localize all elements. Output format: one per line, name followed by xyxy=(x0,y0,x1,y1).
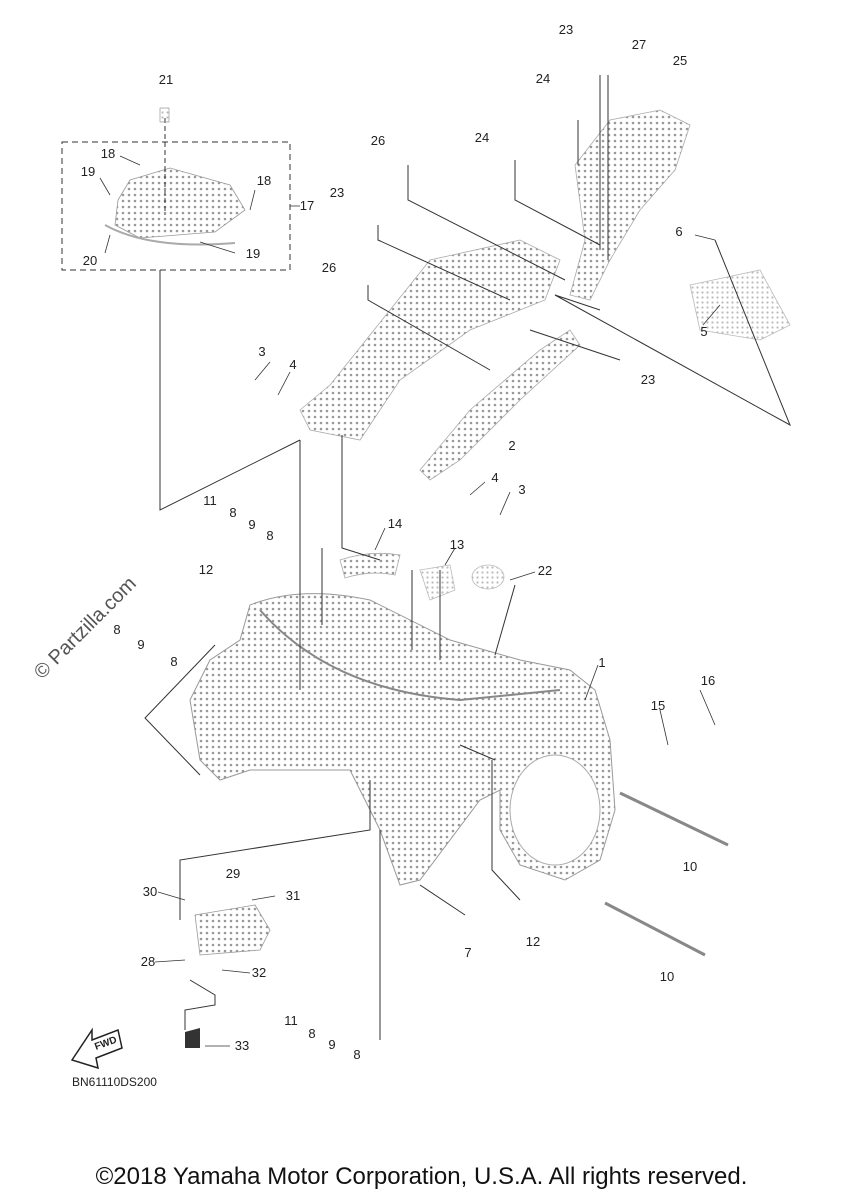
leader-line xyxy=(367,285,491,371)
callout-17: 17 xyxy=(299,198,315,213)
callout-15: 15 xyxy=(650,698,666,713)
callout-12: 12 xyxy=(198,562,214,577)
callout-26: 26 xyxy=(370,133,386,148)
callout-4: 4 xyxy=(491,470,499,485)
callout-30: 30 xyxy=(142,884,158,899)
leader-line xyxy=(494,584,516,656)
part-1-main-frame xyxy=(189,552,616,886)
callout-19: 19 xyxy=(80,164,96,179)
callout-24: 24 xyxy=(535,71,551,86)
leader-line xyxy=(179,780,371,920)
callout-11: 11 xyxy=(284,1013,298,1028)
leader-line xyxy=(144,644,216,776)
leader-line xyxy=(377,225,511,301)
callout-12: 12 xyxy=(525,934,541,949)
callout-21: 21 xyxy=(158,72,174,87)
callout-8: 8 xyxy=(353,1047,361,1062)
callout-33: 33 xyxy=(234,1038,250,1053)
leader-line xyxy=(184,979,216,1030)
leader-line xyxy=(159,270,301,511)
callout-9: 9 xyxy=(328,1037,336,1052)
part-10-bolts xyxy=(604,791,729,957)
fwd-arrow-icon: FWD xyxy=(70,1027,123,1070)
leader-line xyxy=(554,239,791,427)
drawing-code: BN61110DS200 xyxy=(72,1075,157,1089)
callout-8: 8 xyxy=(170,654,178,669)
callout-20: 20 xyxy=(82,253,98,268)
callout-4: 4 xyxy=(289,357,297,372)
leader-line xyxy=(491,760,521,901)
callout-8: 8 xyxy=(266,528,274,543)
callout-31: 31 xyxy=(285,888,301,903)
leader-line xyxy=(514,160,601,246)
callout-8: 8 xyxy=(229,505,237,520)
callout-3: 3 xyxy=(518,482,526,497)
callout-16: 16 xyxy=(700,673,716,688)
callout-32: 32 xyxy=(251,965,267,980)
callout-11: 11 xyxy=(203,493,217,508)
leader-line xyxy=(419,884,466,916)
callout-9: 9 xyxy=(248,517,256,532)
callout-18: 18 xyxy=(100,146,116,161)
callout-23: 23 xyxy=(640,372,656,387)
callout-26: 26 xyxy=(321,260,337,275)
callout-24: 24 xyxy=(474,130,490,145)
callout-27: 27 xyxy=(631,37,647,52)
callout-28: 28 xyxy=(140,954,156,969)
callout-18: 18 xyxy=(256,173,272,188)
part-28-bracket xyxy=(185,904,271,1048)
callout-10: 10 xyxy=(659,969,675,984)
callout-13: 13 xyxy=(449,537,465,552)
callout-23: 23 xyxy=(558,22,574,37)
callout-29: 29 xyxy=(225,866,241,881)
callout-8: 8 xyxy=(113,622,121,637)
callout-14: 14 xyxy=(387,516,403,531)
part-5-bracket xyxy=(689,269,791,341)
callout-5: 5 xyxy=(700,324,708,339)
leader-line xyxy=(407,165,566,281)
callout-19: 19 xyxy=(245,246,261,261)
callout-25: 25 xyxy=(672,53,688,68)
callout-1: 1 xyxy=(598,655,606,670)
callout-8: 8 xyxy=(308,1026,316,1041)
callout-9: 9 xyxy=(137,637,145,652)
callout-7: 7 xyxy=(464,945,472,960)
callout-6: 6 xyxy=(675,224,683,239)
callout-3: 3 xyxy=(258,344,266,359)
part-17-assembly xyxy=(61,107,291,271)
leader-line xyxy=(459,744,496,761)
callout-10: 10 xyxy=(682,859,698,874)
leader-line xyxy=(341,435,381,561)
leader-line xyxy=(529,329,621,361)
callout-23: 23 xyxy=(329,185,345,200)
callout-2: 2 xyxy=(508,438,516,453)
part-2-subframe xyxy=(299,109,691,481)
callout-22: 22 xyxy=(537,563,553,578)
copyright-notice: ©2018 Yamaha Motor Corporation, U.S.A. A… xyxy=(95,1163,748,1190)
